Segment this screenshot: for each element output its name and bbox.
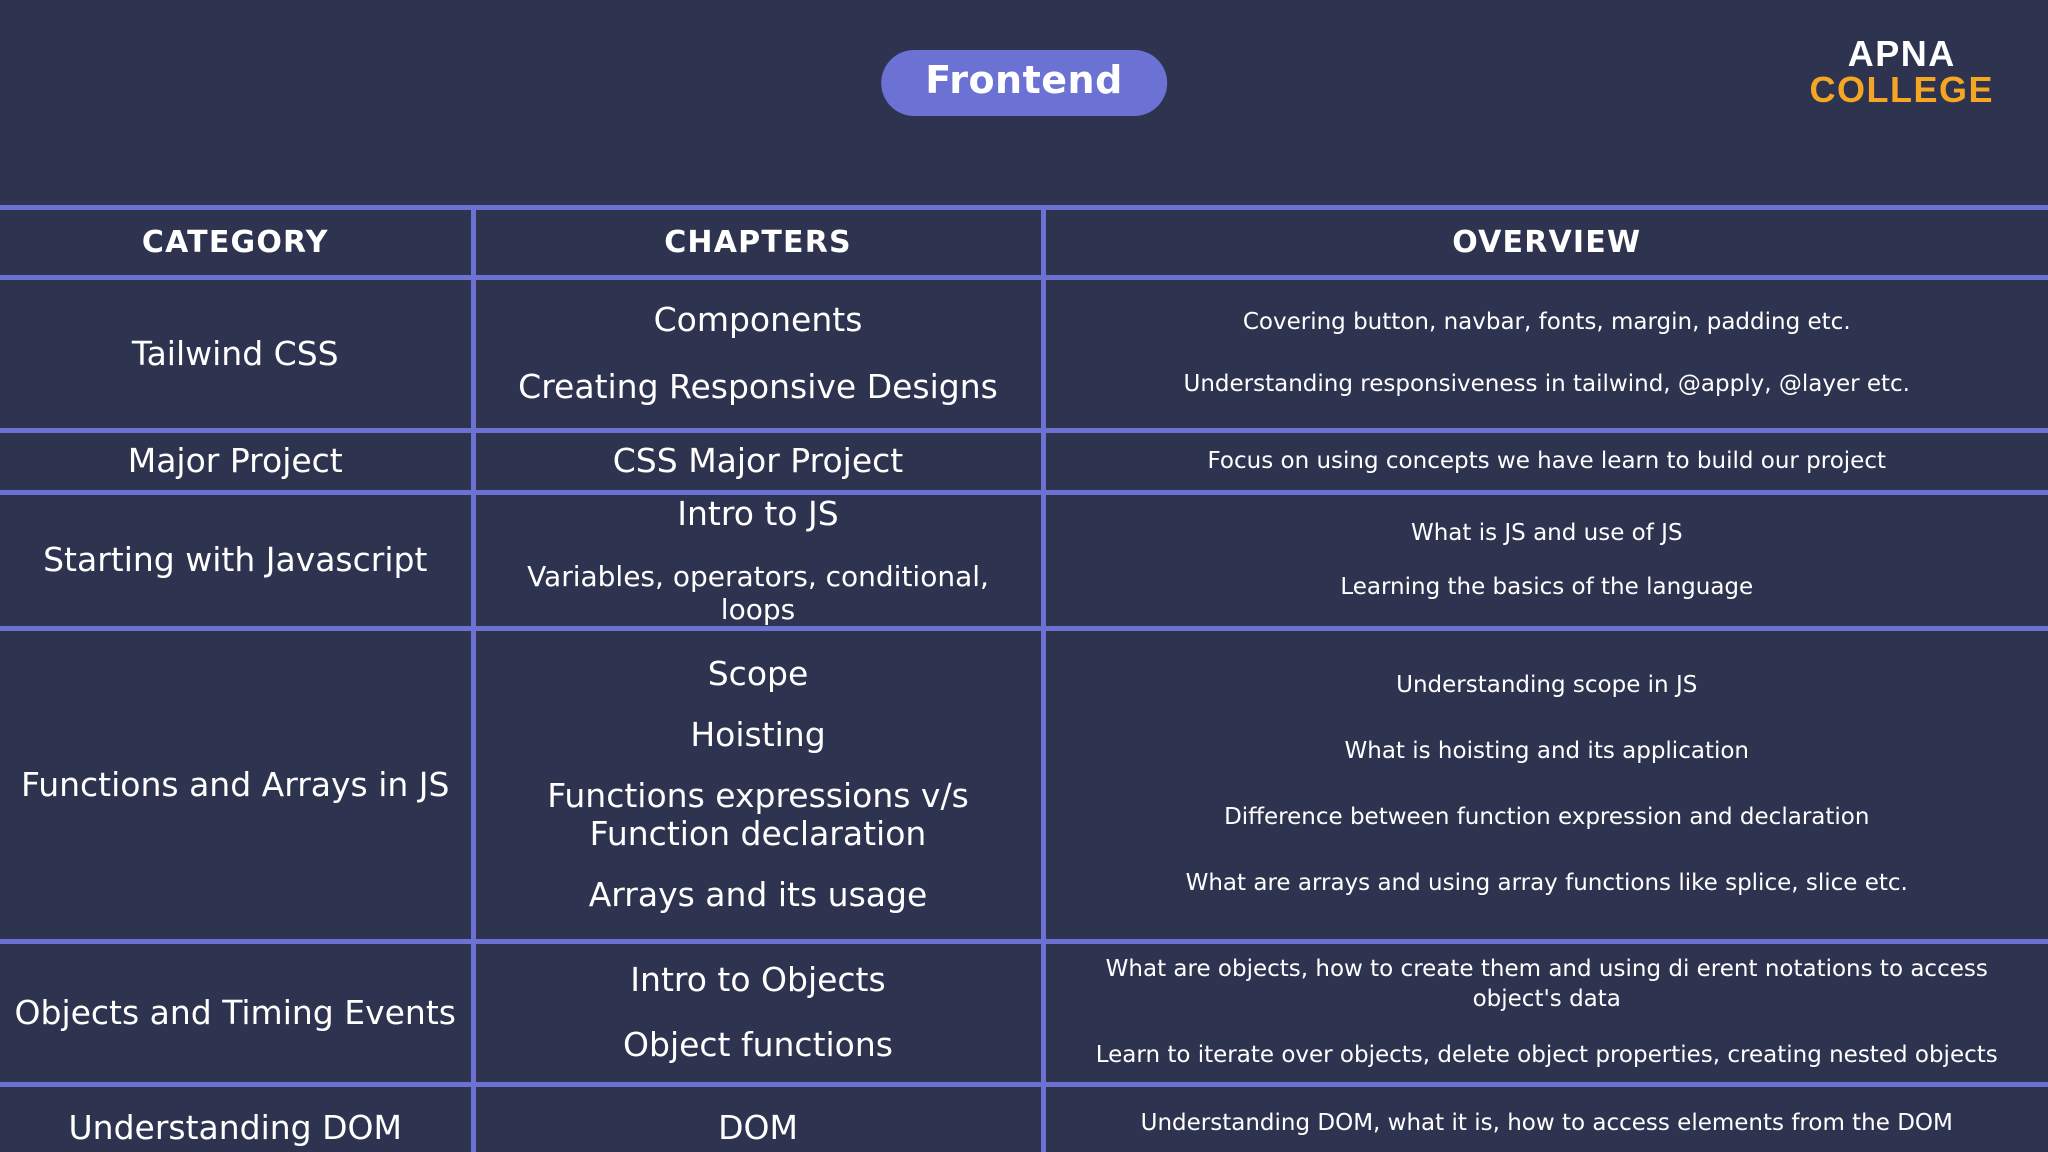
overview-item: Understanding responsiveness in tailwind… [1183,371,1910,397]
cell-overview: Focus on using concepts we have learn to… [1040,428,2048,495]
chapter-item: Variables, operators, conditional, loops [527,559,989,626]
chapter-item: Components [653,300,863,340]
syllabus-table: CATEGORY CHAPTERS OVERVIEW Tailwind CSS … [0,205,2048,1152]
chapter-item: Functions expressions v/s Function decla… [547,775,969,854]
chapter-item: Creating Responsive Designs [518,367,998,406]
overview-item: Difference between function expression a… [1224,804,1870,830]
overview-item: Understanding scope in JS [1396,672,1698,699]
chapter-item: DOM [718,1108,798,1147]
cell-overview: What are objects, how to create them and… [1040,939,2048,1087]
overview-item: What is hoisting and its application [1344,738,1750,765]
cell-overview: What is JS and use of JS Learning the ba… [1040,490,2048,631]
table-body: Tailwind CSS Components Creating Respons… [0,275,2048,1152]
cell-chapters: Intro to JS Variables, operators, condit… [470,490,1043,631]
cell-category: Starting with Javascript [0,490,473,631]
overview-item: Focus on using concepts we have learn to… [1207,447,1887,474]
cell-overview: Understanding DOM, what it is, how to ac… [1040,1082,2048,1152]
cell-category: Functions and Arrays in JS [0,626,473,944]
chapter-item: CSS Major Project [612,441,904,481]
table-row: Starting with Javascript Intro to JS Var… [0,490,2048,631]
overview-item: What is JS and use of JS [1410,519,1683,546]
overview-item: Understanding DOM, what it is, how to ac… [1140,1110,1953,1136]
page-title-badge: Frontend [881,50,1167,116]
table-row: Functions and Arrays in JS Scope Hoistin… [0,626,2048,944]
cell-chapters: Scope Hoisting Functions expressions v/s… [470,626,1043,944]
brand-name-secondary: COLLEGE [1809,69,1994,110]
table-row: Major Project CSS Major Project Focus on… [0,428,2048,495]
chapter-item: Object functions [623,1025,893,1064]
cell-category: Major Project [0,428,473,495]
overview-item: Covering button, navbar, fonts, margin, … [1242,309,1851,336]
column-header-category: CATEGORY [0,205,473,280]
column-header-overview: OVERVIEW [1040,205,2048,280]
chapter-item: Intro to JS [677,494,839,533]
cell-chapters: Intro to Objects Object functions [470,939,1043,1087]
cell-chapters: Components Creating Responsive Designs [470,275,1043,433]
cell-category: Objects and Timing Events [0,939,473,1087]
cell-category: Understanding DOM [0,1082,473,1152]
cell-chapters: DOM [470,1082,1043,1152]
overview-item: Learn to iterate over objects, delete ob… [1095,1041,1998,1068]
table-row: Tailwind CSS Components Creating Respons… [0,275,2048,433]
overview-item: Learning the basics of the language [1340,573,1754,600]
table-row: Objects and Timing Events Intro to Objec… [0,939,2048,1087]
chapter-item: Hoisting [690,714,826,754]
table-header: CATEGORY CHAPTERS OVERVIEW [0,205,2048,280]
brand-name-primary: APNA [1847,33,1956,74]
cell-category: Tailwind CSS [0,275,473,433]
overview-item: What are objects, how to create them and… [1105,956,1988,1013]
cell-overview: Understanding scope in JS What is hoisti… [1040,626,2048,944]
page-header: Frontend APNA COLLEGE [0,0,2048,205]
table-row: Understanding DOM DOM Understanding DOM,… [0,1082,2048,1152]
table-header-row: CATEGORY CHAPTERS OVERVIEW [0,205,2048,280]
chapter-item: Scope [707,653,809,693]
column-header-chapters: CHAPTERS [470,205,1043,280]
chapter-item: Intro to Objects [630,960,886,1000]
overview-item: What are arrays and using array function… [1185,869,1908,896]
brand-logo: APNA COLLEGE [1809,36,1994,108]
chapter-item: Arrays and its usage [588,875,928,915]
cell-overview: Covering button, navbar, fonts, margin, … [1040,275,2048,433]
cell-chapters: CSS Major Project [470,428,1043,495]
